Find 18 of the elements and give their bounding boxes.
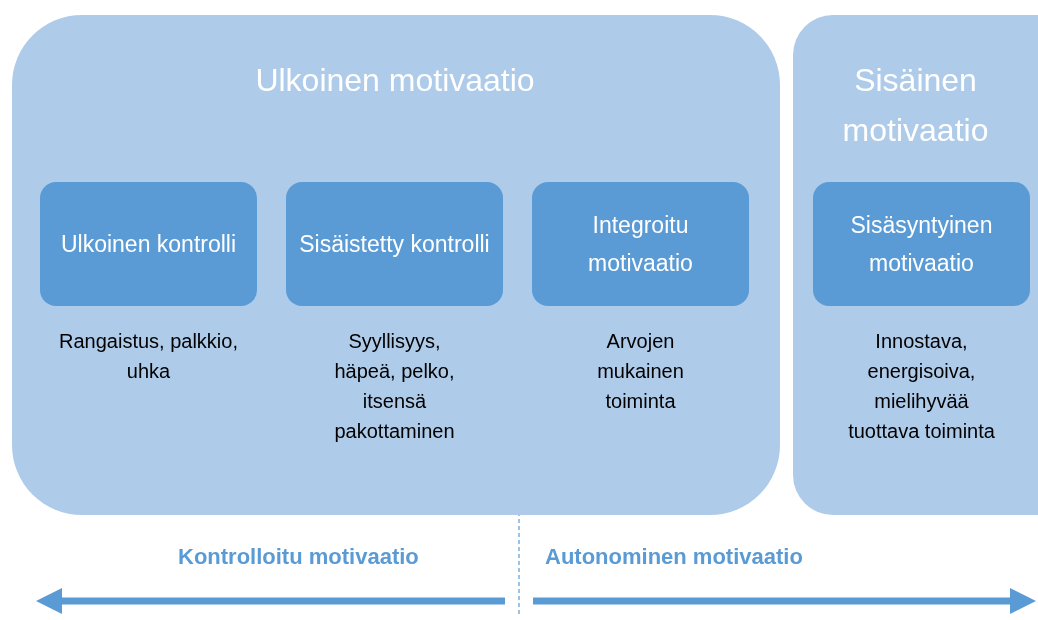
box-label: Ulkoinen kontrolli (59, 230, 238, 259)
category-box (813, 182, 1030, 306)
box-label: Integroitu motivaatio (587, 211, 694, 278)
category-box (532, 182, 749, 306)
description-text: Rangaistus, palkkio, uhka (58, 329, 239, 384)
box-label: Sisäsyntyinen motivaatio (849, 211, 994, 278)
axis-label: Autonominen motivaatio (545, 544, 803, 570)
category-box (286, 182, 503, 306)
group-panel (793, 15, 1038, 515)
panel-title: Sisäinen motivaatio (841, 61, 990, 150)
group-panel (12, 15, 780, 515)
panel-title: Ulkoinen motivaatio (254, 61, 536, 100)
category-box (40, 182, 257, 306)
axis-label: Kontrolloitu motivaatio (178, 544, 419, 570)
description-text: Innostava, energisoiva, mielihyvää tuottava toiminta (847, 329, 996, 444)
description-text: Syyllisyys, häpeä, pelko, itsensä pakottaminen (333, 329, 456, 444)
description-text: Arvojen mukainen toiminta (596, 329, 685, 414)
box-label: Sisäistetty kontrolli (298, 230, 491, 259)
